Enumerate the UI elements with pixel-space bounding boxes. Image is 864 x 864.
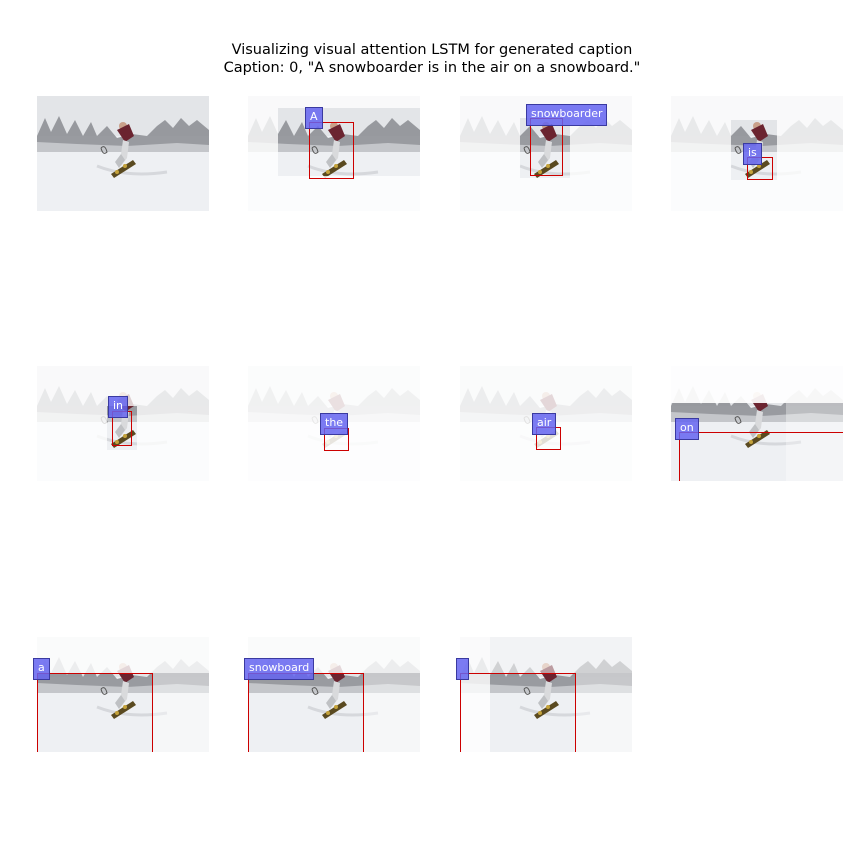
attention-mask xyxy=(107,450,137,481)
snowboarder-photo-icon xyxy=(37,96,209,211)
attention-mask xyxy=(671,96,843,120)
attention-box xyxy=(309,122,354,179)
attention-panel-4: in xyxy=(37,366,209,481)
word-label: is xyxy=(743,143,762,165)
attention-mask xyxy=(786,403,843,481)
attention-mask xyxy=(460,637,490,752)
figure-title-line2: Caption: 0, "A snowboarder is in the air… xyxy=(223,60,641,76)
attention-mask xyxy=(37,637,209,673)
attention-panel-2: snowboarder xyxy=(460,96,632,211)
attention-mask xyxy=(671,120,731,211)
attention-box xyxy=(248,673,364,752)
attention-box xyxy=(37,673,153,752)
attention-mask xyxy=(364,673,420,752)
attention-mask xyxy=(777,120,843,211)
attention-mask xyxy=(731,180,777,211)
word-label: a xyxy=(33,658,50,680)
word-label: on xyxy=(675,418,699,440)
word-label xyxy=(456,658,469,680)
attention-panel-6: air xyxy=(460,366,632,481)
word-label: snowboard xyxy=(244,658,315,680)
attention-box xyxy=(530,118,563,176)
word-label: in xyxy=(108,396,129,418)
attention-panel-7: on xyxy=(671,366,843,481)
word-label: A xyxy=(305,107,323,129)
attention-panel-1: A xyxy=(248,96,420,211)
attention-panel-10 xyxy=(456,637,632,752)
attention-mask xyxy=(576,673,632,752)
attention-mask xyxy=(278,176,420,211)
attention-mask xyxy=(248,108,278,211)
attention-mask xyxy=(520,178,570,211)
original-image-panel xyxy=(37,96,209,211)
attention-mask xyxy=(248,96,420,108)
attention-mask xyxy=(671,366,843,403)
attention-panel-5: the xyxy=(248,366,420,481)
attention-box xyxy=(460,673,576,752)
attention-mask xyxy=(37,366,107,481)
word-label: the xyxy=(320,413,349,435)
word-label: air xyxy=(532,413,557,435)
attention-mask xyxy=(153,673,209,752)
attention-panel-9: snowboard xyxy=(244,637,420,752)
word-label: snowboarder xyxy=(526,104,608,126)
attention-mask xyxy=(460,96,520,211)
attention-panel-8: a xyxy=(33,637,209,752)
attention-mask xyxy=(137,366,209,481)
attention-panel-3: is xyxy=(671,96,843,211)
attention-box xyxy=(679,432,843,481)
figure-title-line1: Visualizing visual attention LSTM for ge… xyxy=(231,42,633,58)
attention-mask xyxy=(490,637,632,673)
